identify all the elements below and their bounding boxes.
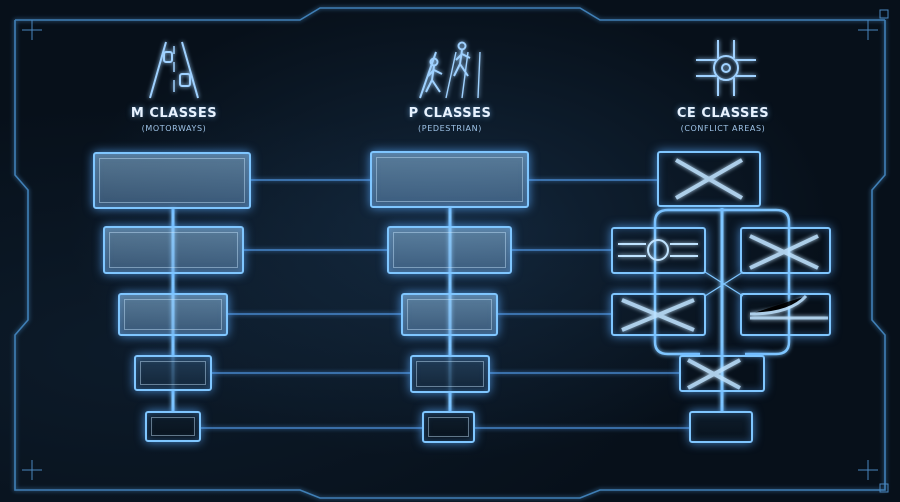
frame-corner-square: [879, 9, 889, 19]
m-class-node[interactable]: [103, 226, 244, 274]
m-class-node[interactable]: [145, 411, 201, 442]
ce-class-node[interactable]: [689, 411, 753, 443]
m-class-node[interactable]: [118, 293, 228, 336]
frame-corner-square: [879, 483, 889, 493]
m-class-node[interactable]: [134, 355, 212, 391]
column-subtitle-ce: (CONFLICT AREAS): [680, 124, 766, 133]
ce-roundabout-mark: [618, 239, 698, 261]
column-subtitle-p: (PEDESTRIAN): [418, 124, 482, 133]
p-class-node[interactable]: [387, 226, 512, 274]
m-class-node[interactable]: [93, 152, 251, 209]
ce-class-node[interactable]: [740, 227, 831, 274]
pedestrian-crossing-icon: [419, 41, 481, 99]
p-class-node[interactable]: [422, 411, 475, 443]
p-class-node[interactable]: [410, 355, 490, 393]
hud-frame: [14, 7, 886, 499]
column-subtitle-m: (MOTORWAYS): [141, 124, 207, 133]
p-class-node[interactable]: [401, 293, 498, 336]
column-title-ce: CE CLASSES: [676, 106, 770, 121]
column-title-p: P CLASSES: [408, 106, 492, 121]
p-class-node[interactable]: [370, 151, 529, 208]
horizontal-connectors: [200, 179, 690, 429]
roundabout-intersection-icon: [696, 40, 756, 96]
ce-class-node[interactable]: [679, 355, 765, 392]
ce-node-x-marks: [621, 158, 828, 390]
ce-class-node[interactable]: [740, 293, 831, 336]
motorway-road-icon: [149, 41, 199, 99]
ce-class-node[interactable]: [657, 151, 761, 207]
ce-class-node[interactable]: [611, 227, 706, 274]
ce-network: [653, 208, 791, 356]
corner-crosshairs: [22, 20, 878, 480]
ce-class-node[interactable]: [611, 293, 706, 336]
column-title-m: M CLASSES: [130, 106, 218, 121]
